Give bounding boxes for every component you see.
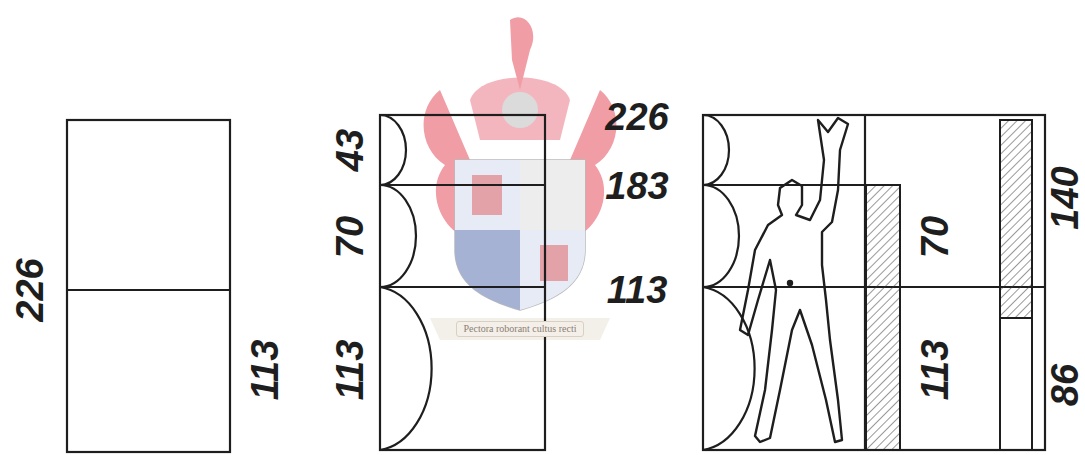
modulor-man [740, 118, 848, 442]
dimension-number: 43 [331, 129, 369, 171]
motto-watermark: Pectora roborant cultus recti [456, 321, 583, 337]
dimension-number: 140 [1046, 166, 1084, 229]
dimension-number: 86 [1046, 364, 1084, 406]
hatched-bars [866, 120, 1032, 450]
dimension-number: 113 [331, 340, 369, 401]
dimension-number: 70 [331, 216, 369, 258]
panel-lines [67, 115, 1045, 452]
dimension-number: 113 [916, 340, 954, 401]
dimension-number: 70 [916, 216, 954, 258]
dimension-number: 183 [605, 167, 668, 205]
dimension-number: 113 [246, 340, 284, 401]
dimension-number: 226 [11, 258, 49, 321]
crest-watermark [424, 17, 617, 340]
dimension-number: 226 [605, 98, 668, 136]
dimension-number: 113 [607, 271, 668, 309]
